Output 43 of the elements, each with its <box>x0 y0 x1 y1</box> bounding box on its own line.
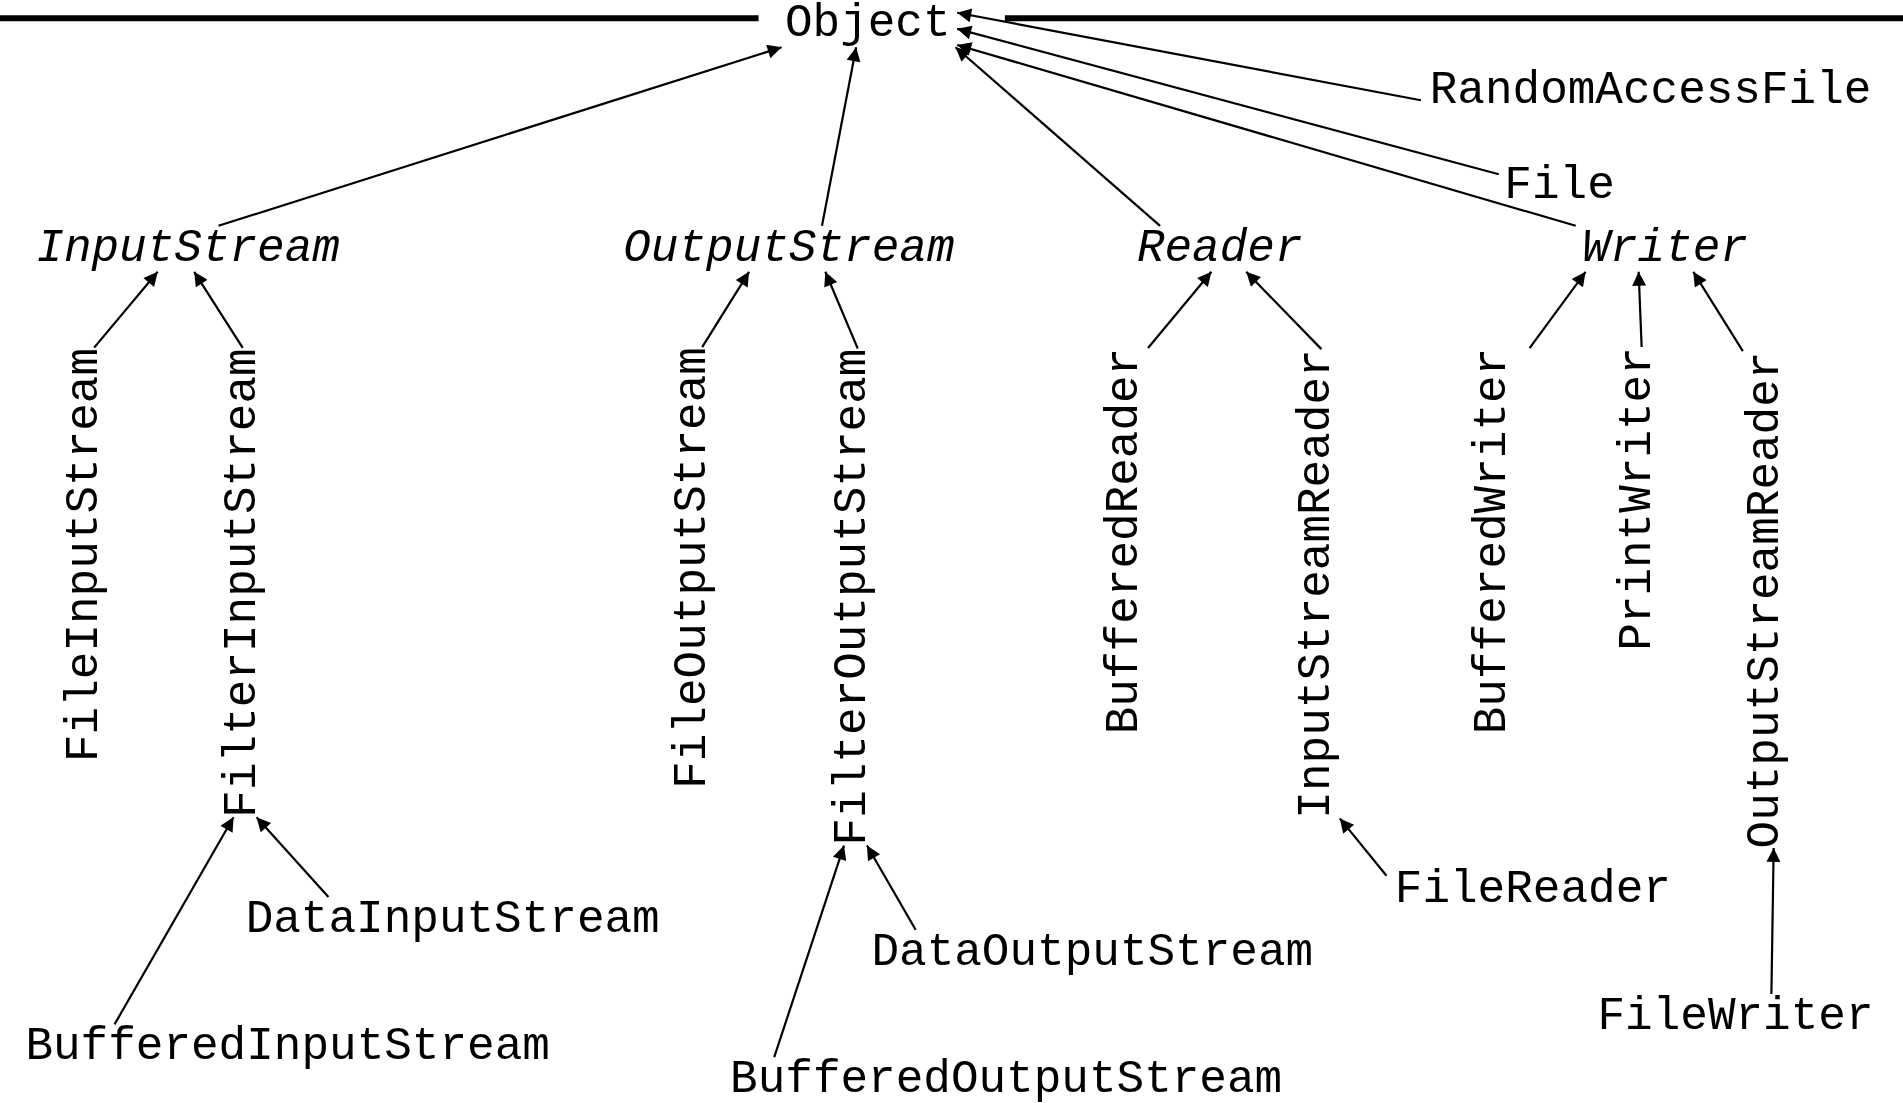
arrow <box>866 845 917 931</box>
arrow <box>820 47 861 226</box>
class-name: InputStream <box>36 225 340 272</box>
vertical-class-name: PrintWriter <box>1615 346 1662 651</box>
class-name: Writer <box>1582 225 1748 272</box>
arrow <box>957 8 1422 102</box>
arrow <box>93 271 159 349</box>
arrow <box>824 271 859 350</box>
arrow <box>1766 847 1781 995</box>
arrow <box>1692 271 1744 352</box>
vertical-class-name: FilterOutputStream <box>830 348 877 846</box>
class-name: Reader <box>1136 225 1303 272</box>
arrow <box>113 816 235 1025</box>
class-name: File <box>1504 162 1615 209</box>
class-name: FileReader <box>1394 866 1671 913</box>
arrow <box>773 845 847 1058</box>
vertical-class-name: InputStreamReader <box>1293 349 1340 819</box>
class-name: DataOutputStream <box>871 929 1314 976</box>
arrow <box>1632 271 1647 347</box>
vertical-class-name: FilterInputStream <box>219 347 266 818</box>
arrow <box>954 46 1161 227</box>
class-name: DataInputStream <box>245 896 660 943</box>
arrow <box>255 816 330 898</box>
class-name: RandomAccessFile <box>1429 68 1872 114</box>
arrow <box>1338 817 1388 877</box>
class-name: BufferedOutputStream <box>730 1057 1283 1103</box>
arrow <box>956 25 1500 176</box>
arrow <box>956 42 1576 227</box>
vertical-class-name: FileOutputStream <box>670 347 716 789</box>
class-name: OutputStream <box>623 225 955 272</box>
arrow <box>701 271 751 348</box>
arrow <box>193 271 244 349</box>
vertical-class-name: OutputStreamReader <box>1742 351 1789 848</box>
arrow <box>218 44 782 227</box>
arrow <box>1528 271 1587 349</box>
vertical-class-name: FileInputStream <box>61 347 108 762</box>
class-name: BufferedInputStream <box>25 1024 550 1071</box>
class-name: FileWriter <box>1597 994 1874 1041</box>
arrow <box>1245 271 1323 350</box>
class-name: Object <box>784 1 951 48</box>
vertical-class-name: BufferedWriter <box>1469 348 1516 735</box>
arrow <box>1147 271 1213 349</box>
vertical-class-name: BufferedReader <box>1102 348 1149 735</box>
